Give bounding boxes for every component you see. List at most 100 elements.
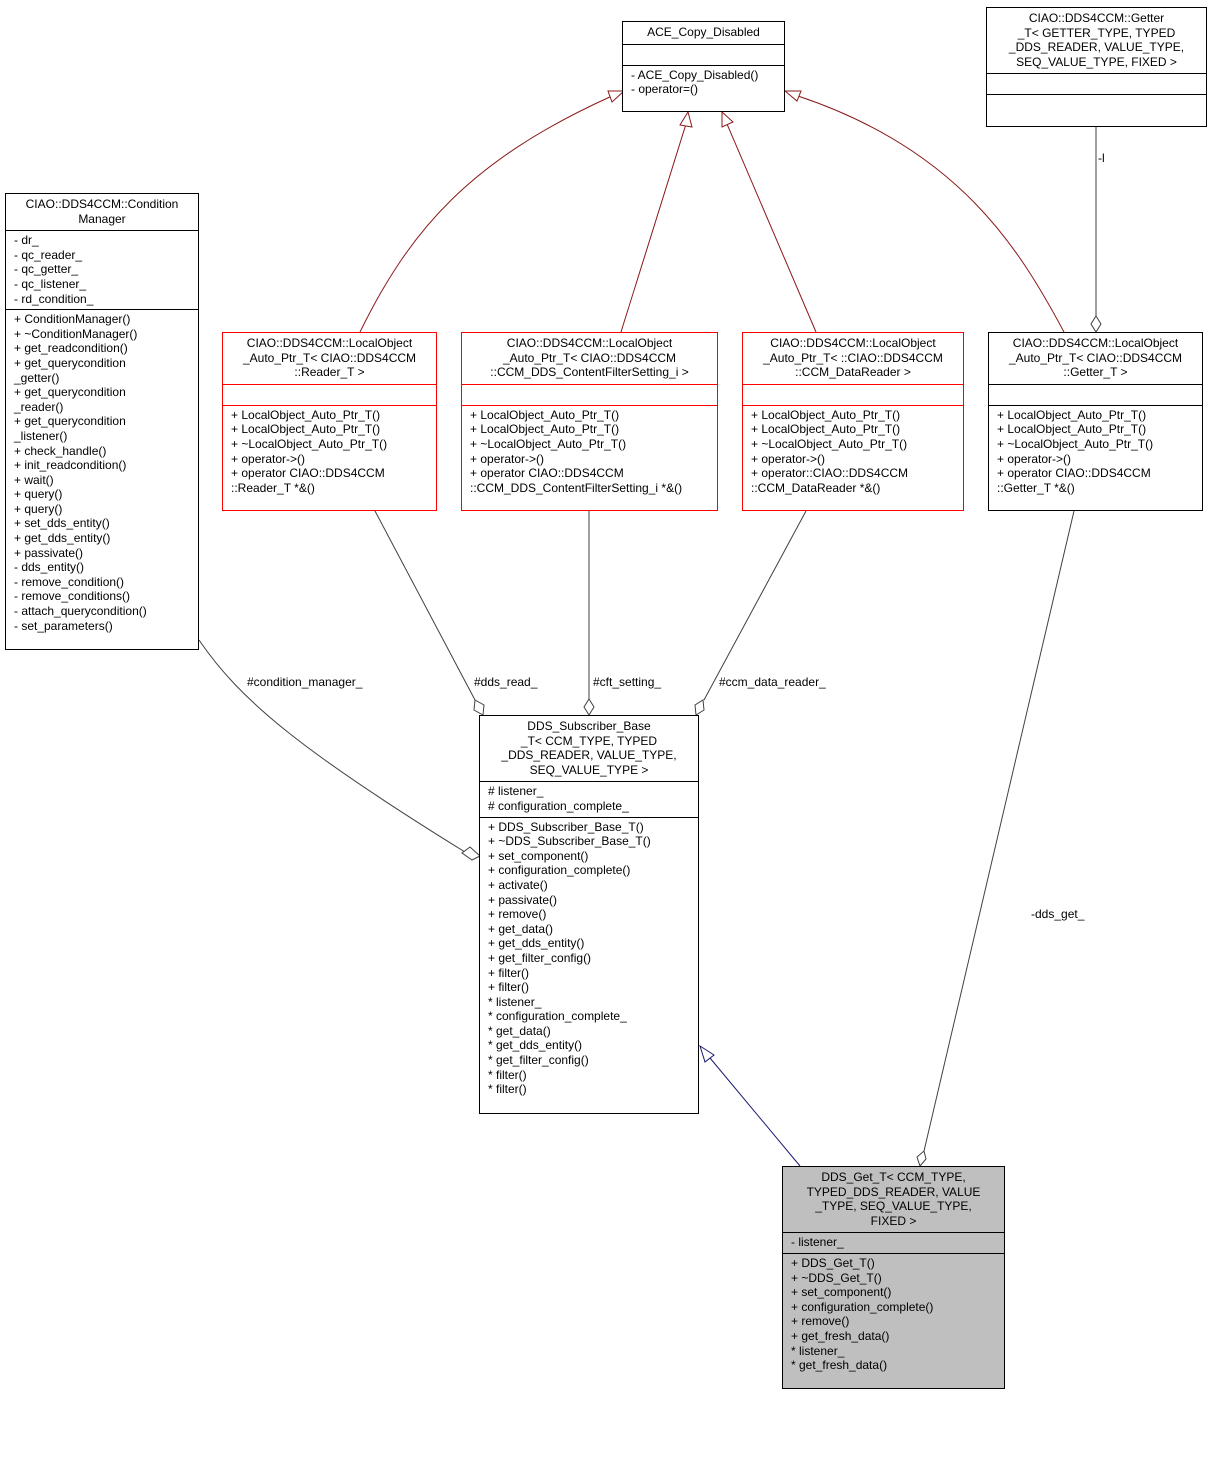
edge-dds-read — [374, 510, 476, 701]
attribute-item: # configuration_complete_ — [488, 798, 629, 813]
method-item: + query() — [14, 487, 63, 502]
method-item: - set_parameters() — [14, 618, 113, 633]
method-item: + get_querycondition — [14, 385, 126, 400]
method-item: + ~ConditionManager() — [14, 326, 138, 341]
class-name-line: TYPED_DDS_READER, VALUE — [806, 1184, 981, 1199]
method-item: + LocalObject_Auto_Ptr_T() — [997, 422, 1147, 437]
methods-compartment: + ConditionManager()+ ~ConditionManager(… — [6, 309, 198, 751]
class-title: CIAO::DDS4CCM::Getter_T< GETTER_TYPE, TY… — [987, 8, 1206, 73]
attributes-compartment: - dr_- qc_reader_- qc_getter_- qc_listen… — [6, 230, 198, 309]
method-item: * get_data() — [488, 1023, 551, 1038]
method-item: * filter() — [488, 1082, 527, 1097]
method-item: + operator CIAO::DDS4CCM — [997, 466, 1151, 481]
diamond-condition-manager — [461, 846, 481, 861]
method-item: + ~DDS_Subscriber_Base_T() — [488, 834, 651, 849]
edge-cft-to-ace — [620, 123, 687, 333]
method-item: + ConditionManager() — [14, 312, 131, 327]
method-item: + check_handle() — [14, 443, 107, 458]
method-item: + filter() — [488, 980, 530, 995]
edge-datareader-to-ace — [726, 123, 817, 333]
label-dds-read: #dds_read_ — [474, 675, 538, 689]
class-title: ACE_Copy_Disabled — [623, 22, 784, 44]
class-name-line: _T< CCM_TYPE, TYPED — [520, 733, 658, 748]
method-item: + ~LocalObject_Auto_Ptr_T() — [751, 436, 908, 451]
attribute-item: - qc_listener_ — [14, 276, 87, 291]
class-name-line: CIAO::DDS4CCM::Condition — [25, 197, 179, 211]
method-item: - operator=() — [631, 82, 699, 97]
method-item: + configuration_complete() — [488, 863, 631, 878]
methods-compartment: + LocalObject_Auto_Ptr_T()+ LocalObject_… — [223, 404, 436, 554]
attributes-compartment — [987, 73, 1206, 94]
arrowhead-cft-ace — [679, 110, 693, 128]
class-dds-get[interactable]: DDS_Get_T< CCM_TYPE,TYPED_DDS_READER, VA… — [782, 1166, 1005, 1389]
method-item: + activate() — [488, 877, 548, 892]
diamond-dds-get — [916, 1150, 927, 1167]
method-item: + operator::CIAO::DDS4CCM — [751, 466, 909, 481]
methods-compartment: + DDS_Subscriber_Base_T()+ ~DDS_Subscrib… — [480, 816, 698, 1201]
method-item: _reader() — [14, 399, 64, 414]
class-localobject-reader[interactable]: CIAO::DDS4CCM::LocalObject_Auto_Ptr_T< C… — [222, 332, 437, 511]
diamond-getter-l — [1090, 315, 1102, 333]
class-name-line: CIAO::DDS4CCM::LocalObject — [506, 336, 673, 350]
method-item: ::CCM_DDS_ContentFilterSetting_i *&() — [470, 480, 683, 495]
label-dds-get: -dds_get_ — [1031, 907, 1085, 921]
class-name-line: _Auto_Ptr_T< CIAO::DDS4CCM — [242, 350, 417, 365]
edge-ccm-data-reader — [703, 510, 807, 701]
method-item: + query() — [14, 501, 63, 516]
class-name-line: CIAO::DDS4CCM::Getter — [1028, 11, 1165, 25]
class-ace-copy-disabled[interactable]: ACE_Copy_Disabled- ACE_Copy_Disabled()- … — [622, 21, 785, 112]
method-item: + get_dds_entity() — [14, 531, 111, 546]
method-item: * listener_ — [791, 1343, 845, 1358]
attributes-compartment — [462, 383, 717, 405]
method-item: + get_fresh_data() — [791, 1328, 890, 1343]
class-title: DDS_Get_T< CCM_TYPE,TYPED_DDS_READER, VA… — [783, 1167, 1004, 1232]
method-item: _listener() — [14, 428, 68, 443]
methods-compartment — [987, 94, 1206, 184]
methods-compartment: - ACE_Copy_Disabled()- operator=() — [623, 64, 784, 126]
method-item: + DDS_Get_T() — [791, 1255, 875, 1270]
attributes-compartment — [623, 43, 784, 65]
method-item: + get_data() — [488, 921, 554, 936]
attribute-item: - rd_condition_ — [14, 291, 94, 306]
label-getter-l: -l — [1098, 151, 1105, 165]
label-condition-manager: #condition_manager_ — [247, 675, 363, 689]
class-dds-subscriber-base[interactable]: DDS_Subscriber_Base_T< CCM_TYPE, TYPED_D… — [479, 715, 699, 1114]
method-item: + LocalObject_Auto_Ptr_T() — [470, 407, 620, 422]
arrowhead-get-base — [699, 1044, 715, 1063]
method-item: + get_filter_config() — [488, 950, 592, 965]
label-ccm-data-reader: #ccm_data_reader_ — [719, 675, 826, 689]
edge-get-to-base — [709, 1057, 801, 1167]
class-title: DDS_Subscriber_Base_T< CCM_TYPE, TYPED_D… — [480, 716, 698, 781]
diamond-cft-setting — [583, 698, 595, 716]
methods-compartment: + LocalObject_Auto_Ptr_T()+ LocalObject_… — [462, 404, 717, 554]
attribute-item: - dr_ — [14, 233, 39, 248]
method-item: + ~LocalObject_Auto_Ptr_T() — [470, 436, 627, 451]
edge-condition-manager — [198, 639, 466, 853]
method-item: + get_querycondition — [14, 414, 126, 429]
method-item: _getter() — [14, 370, 60, 385]
class-localobject-cft[interactable]: CIAO::DDS4CCM::LocalObject_Auto_Ptr_T< C… — [461, 332, 718, 511]
class-localobject-getter[interactable]: CIAO::DDS4CCM::LocalObject_Auto_Ptr_T< C… — [988, 332, 1203, 511]
class-name-line: ::CCM_DDS_ContentFilterSetting_i > — [490, 365, 689, 380]
method-item: + LocalObject_Auto_Ptr_T() — [751, 422, 901, 437]
class-name-line: _DDS_READER, VALUE_TYPE, — [1008, 40, 1185, 55]
method-item: + LocalObject_Auto_Ptr_T() — [470, 422, 620, 437]
method-item: ::Getter_T *&() — [997, 480, 1075, 495]
method-item: + LocalObject_Auto_Ptr_T() — [231, 422, 381, 437]
method-item: + set_dds_entity() — [14, 516, 110, 531]
class-name-line: DDS_Get_T< CCM_TYPE, — [821, 1170, 966, 1184]
class-name-line: Manager — [78, 211, 126, 226]
class-localobject-datareader[interactable]: CIAO::DDS4CCM::LocalObject_Auto_Ptr_T< :… — [742, 332, 964, 511]
method-item: + configuration_complete() — [791, 1299, 934, 1314]
method-item: * get_fresh_data() — [791, 1358, 888, 1373]
class-name-line: SEQ_VALUE_TYPE > — [529, 762, 649, 777]
arrowhead-getter-ace — [783, 90, 802, 102]
method-item: + LocalObject_Auto_Ptr_T() — [751, 407, 901, 422]
class-name-line: SEQ_VALUE_TYPE, FIXED > — [1016, 54, 1177, 69]
attributes-compartment — [989, 383, 1202, 405]
attributes-compartment — [223, 383, 436, 405]
class-name-line: DDS_Subscriber_Base — [527, 719, 651, 733]
class-getter-t[interactable]: CIAO::DDS4CCM::Getter_T< GETTER_TYPE, TY… — [986, 7, 1207, 127]
